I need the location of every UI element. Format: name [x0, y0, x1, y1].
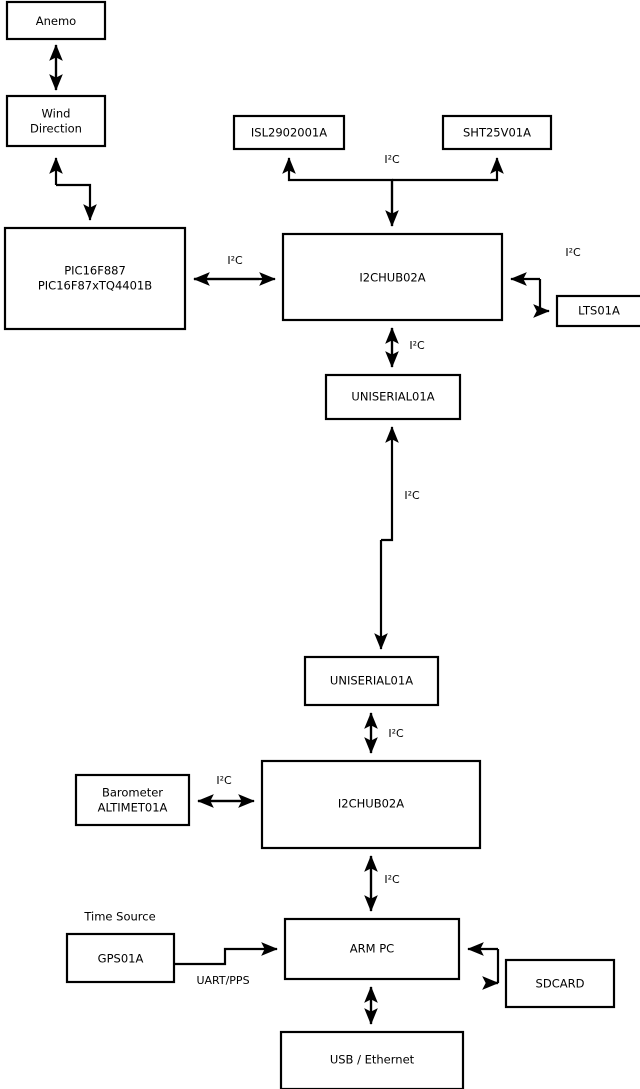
edge-uniup-unidn: I²C — [374, 426, 420, 650]
node-uniserial01a-upper-box[interactable] — [324, 373, 462, 421]
edge-hubtop-lts: I²C — [510, 246, 581, 318]
edge-arrow-to-lts — [533, 279, 550, 318]
node-uniserial01a-lower[interactable]: UNISERIAL01A — [303, 655, 440, 707]
edge-hubtop-isl-sht: I²C — [282, 153, 504, 227]
edge-arrow-to-sht — [392, 157, 504, 182]
node-isl2902001a-box[interactable] — [232, 114, 346, 151]
edge-armpc-sdcard — [467, 942, 500, 990]
edge-arrow-to-isl — [282, 157, 394, 226]
node-arm-pc-label: ARM PC — [350, 942, 394, 956]
node-sht25v01a[interactable]: SHT25V01A — [441, 114, 553, 151]
node-i2chub02a-bottom-label: I2CHUB02A — [338, 797, 404, 811]
node-wind-direction-box[interactable] — [5, 94, 107, 148]
node-sdcard-label: SDCARD — [536, 977, 585, 991]
node-isl2902001a-label: ISL2902001A — [251, 126, 327, 140]
edge-hubtop-uniup: I²C — [385, 327, 425, 368]
node-uniserial01a-lower-box[interactable] — [303, 655, 440, 707]
node-uniserial01a-upper-label: UNISERIAL01A — [351, 390, 434, 404]
node-anemo-box[interactable] — [5, 0, 107, 41]
edge-unidn-hubbot: I²C — [364, 712, 404, 754]
node-lts01a[interactable]: LTS01A — [555, 294, 640, 328]
edge-label-hubtop-lts: I²C — [565, 246, 581, 259]
node-arm-pc-box[interactable] — [283, 917, 461, 981]
node-i2chub02a-top-box[interactable] — [281, 232, 504, 322]
node-lts01a-label: LTS01A — [578, 304, 620, 318]
node-uniserial01a-upper[interactable]: UNISERIAL01A — [324, 373, 462, 421]
node-gps01a[interactable]: GPS01A — [65, 932, 176, 984]
edge-arrow-to-armpc — [174, 942, 278, 966]
node-sht25v01a-box[interactable] — [441, 114, 553, 151]
node-gps01a-label: GPS01A — [98, 952, 144, 966]
edge-wind-pic — [49, 157, 97, 221]
edge-barometer-hubbot: I²C — [197, 774, 255, 808]
node-i2chub02a-top[interactable]: I2CHUB02A — [281, 232, 504, 322]
edge-label-unidn-hubbot: I²C — [388, 727, 404, 740]
node-anemo[interactable]: Anemo — [5, 0, 107, 41]
node-lts01a-box[interactable] — [555, 294, 640, 328]
edge-label-barometer-hubbot: I²C — [216, 774, 232, 787]
annotation-time-source: Time Source — [83, 910, 155, 924]
edge-label-gps-armpc: UART/PPS — [196, 974, 249, 987]
node-i2chub02a-bottom-box[interactable] — [260, 759, 482, 850]
node-i2chub02a-bottom[interactable]: I2CHUB02A — [260, 759, 482, 850]
node-uniserial01a-lower-label: UNISERIAL01A — [330, 674, 413, 688]
edge-arrow-down — [56, 183, 97, 221]
edge-label-hubtop-uniup: I²C — [409, 339, 425, 352]
edge-layer: I²C I²C I²C I²C — [49, 44, 581, 1025]
node-isl2902001a[interactable]: ISL2902001A — [232, 114, 346, 151]
node-usb-ethernet-label: USB / Ethernet — [330, 1053, 415, 1067]
node-pic16f887-box[interactable] — [3, 226, 187, 331]
node-sdcard[interactable]: SDCARD — [504, 958, 616, 1009]
node-anemo-label: Anemo — [36, 14, 76, 28]
node-sht25v01a-label: SHT25V01A — [463, 126, 531, 140]
node-usb-ethernet-box[interactable] — [279, 1030, 465, 1089]
edge-label-pic-hubtop: I²C — [227, 254, 243, 267]
node-gps01a-box[interactable] — [65, 932, 176, 984]
node-arm-pc[interactable]: ARM PC — [283, 917, 461, 981]
edge-hubbot-armpc: I²C — [364, 855, 400, 912]
edge-pic-hubtop: I²C — [193, 254, 276, 286]
edge-gps-armpc: UART/PPS — [174, 942, 278, 987]
node-barometer-box[interactable] — [74, 773, 191, 827]
edge-label-hubtop-isl-sht: I²C — [384, 153, 400, 166]
edge-label-hubbot-armpc: I²C — [384, 873, 400, 886]
node-usb-ethernet[interactable]: USB / Ethernet — [279, 1030, 465, 1089]
annotation-layer: Time Source — [83, 910, 155, 924]
edge-arrow-up-to-uniup — [381, 426, 399, 542]
node-i2chub02a-top-label: I2CHUB02A — [359, 271, 425, 285]
node-sdcard-box[interactable] — [504, 958, 616, 1009]
edge-label-uniup-unidn: I²C — [404, 489, 420, 502]
